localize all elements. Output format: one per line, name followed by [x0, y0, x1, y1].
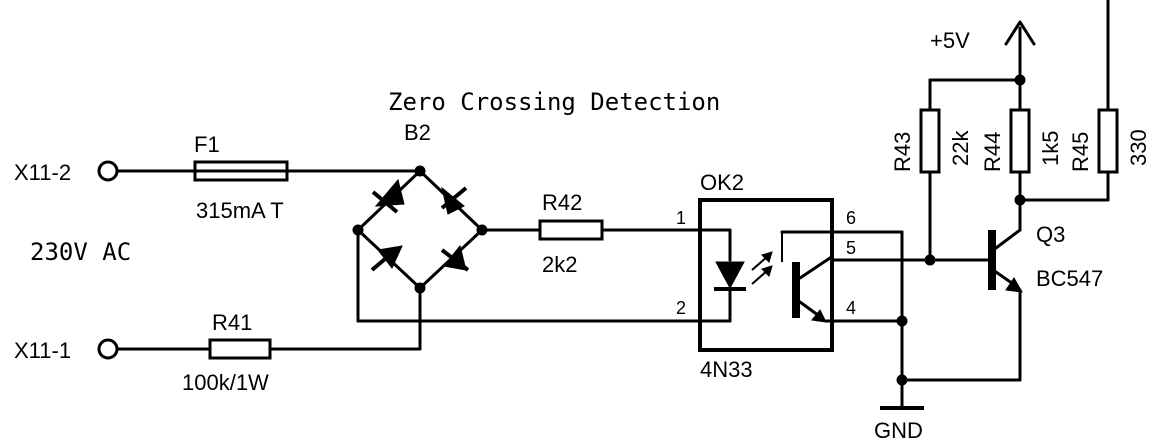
- ground-symbol: GND: [874, 406, 924, 443]
- pin-label: 1: [676, 208, 686, 228]
- r42-ref: R42: [542, 190, 582, 215]
- bridge-rectifier-b2: B2: [352, 120, 488, 294]
- pin-label: 4: [846, 298, 856, 318]
- r43-value: 22k: [948, 130, 973, 166]
- resistor-r42: R42 2k2: [480, 190, 702, 277]
- fuse-f1: F1 315mA T: [193, 132, 422, 223]
- fuse-ref: F1: [194, 132, 220, 157]
- bridge-diode: [440, 244, 470, 272]
- r43-ref: R43: [890, 132, 915, 172]
- bridge-diode: [370, 245, 403, 272]
- connector-x11-2-label: X11-2: [14, 160, 71, 185]
- optocoupler-ref: OK2: [700, 170, 744, 195]
- optocoupler-ok2: 1 2 6 5 4 OK2 4N33: [676, 170, 904, 382]
- bridge-diode: [371, 178, 405, 214]
- pin-label: 2: [676, 298, 686, 318]
- connector-x11-2: X11-2: [14, 160, 197, 185]
- transistor-q3: Q3 BC547: [900, 222, 1103, 382]
- gnd-label: GND: [874, 418, 923, 443]
- resistor-r41: R41 100k/1W: [182, 286, 422, 395]
- optocoupler-part: 4N33: [700, 357, 753, 382]
- pin-label: 6: [846, 208, 856, 228]
- bridge-ref: B2: [404, 120, 431, 145]
- r44-value: 1k5: [1038, 131, 1063, 166]
- resistor-r44: R44 1k5: [980, 78, 1063, 232]
- transistor-ref: Q3: [1036, 222, 1065, 247]
- transistor-part: BC547: [1036, 266, 1103, 291]
- connector-x11-1: X11-1: [14, 338, 212, 363]
- supply-5v: +5V: [928, 20, 1036, 86]
- resistor-r45: R45 330: [1018, 0, 1151, 202]
- diagram-title: Zero Crossing Detection: [388, 88, 720, 116]
- r42-value: 2k2: [542, 252, 577, 277]
- pin-label: 5: [846, 238, 856, 258]
- r45-ref: R45: [1068, 132, 1093, 172]
- connector-x11-1-label: X11-1: [14, 338, 71, 363]
- supply-label: 230V AC: [30, 238, 131, 266]
- fuse-value: 315mA T: [196, 198, 284, 223]
- bridge-diode: [440, 186, 468, 215]
- r41-ref: R41: [212, 310, 252, 335]
- r44-ref: R44: [980, 132, 1005, 172]
- r41-value: 100k/1W: [182, 370, 269, 395]
- vcc-label: +5V: [930, 28, 970, 53]
- r45-value: 330: [1126, 129, 1151, 166]
